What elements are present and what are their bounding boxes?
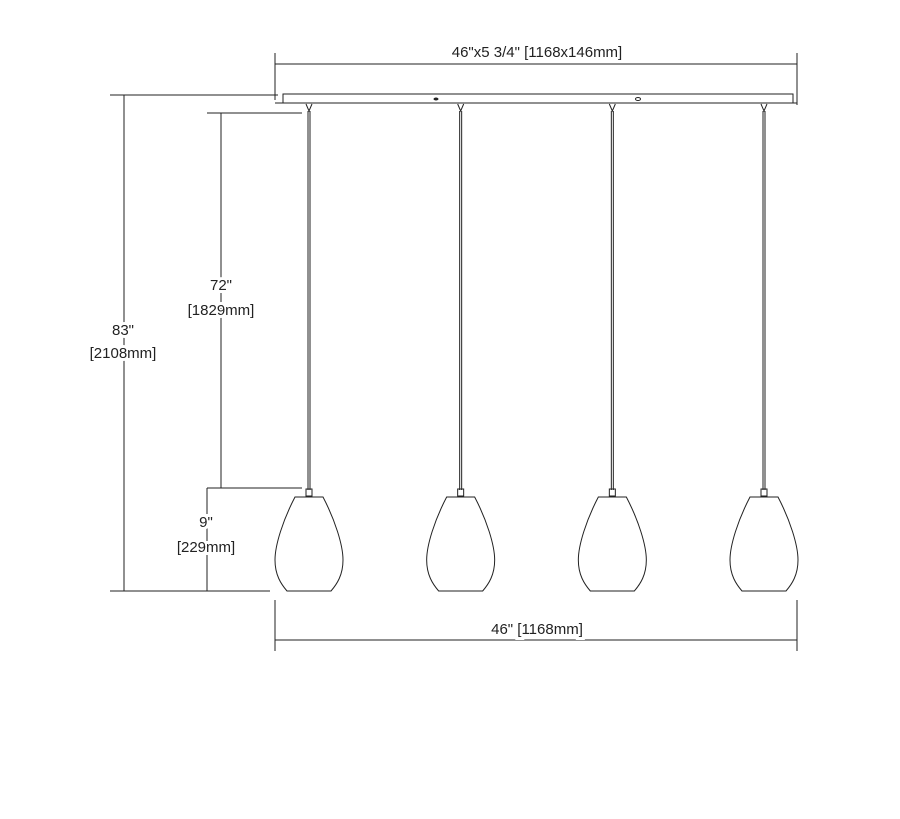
- cord-connector: [760, 103, 768, 113]
- glass-shade: [577, 496, 647, 592]
- shade-cap: [305, 488, 313, 497]
- overall-height-metric: [2108mm]: [90, 345, 157, 362]
- shade-height-imperial: 9": [199, 514, 213, 531]
- cord-length-metric: [1829mm]: [188, 302, 255, 319]
- glass-shade: [274, 496, 344, 592]
- overall-width-label: 46" [1168mm]: [491, 621, 583, 638]
- canopy-width-dimension: 46"x5 3/4" [1168x146mm]: [274, 41, 798, 105]
- cord-length-imperial: 72": [210, 277, 232, 294]
- cord-connector: [457, 103, 465, 113]
- pendant-light: [426, 103, 496, 592]
- glass-shade: [729, 496, 799, 592]
- cord-connector: [305, 103, 313, 113]
- pendant-light: [274, 103, 344, 592]
- cord-length-dimension: 72" [1829mm]: [185, 112, 302, 489]
- canopy: [275, 93, 797, 104]
- mounting-hole: [635, 97, 641, 101]
- pendant-light: [577, 103, 647, 592]
- canopy-dimension-label: 46"x5 3/4" [1168x146mm]: [452, 44, 622, 61]
- shade-height-metric: [229mm]: [177, 539, 235, 556]
- glass-shade: [426, 496, 496, 592]
- mounting-hole: [433, 97, 439, 101]
- pendant-light: [729, 103, 799, 592]
- shade-cap: [760, 488, 768, 497]
- overall-height-dimension: 83" [2108mm]: [87, 94, 278, 592]
- shade-cap: [608, 488, 616, 497]
- pendants: [274, 103, 799, 592]
- shade-cap: [457, 488, 465, 497]
- cord-connector: [608, 103, 616, 113]
- shade-height-dimension: 9" [229mm]: [174, 488, 238, 591]
- overall-width-dimension: 46" [1168mm]: [274, 600, 798, 651]
- overall-height-imperial: 83": [112, 322, 134, 339]
